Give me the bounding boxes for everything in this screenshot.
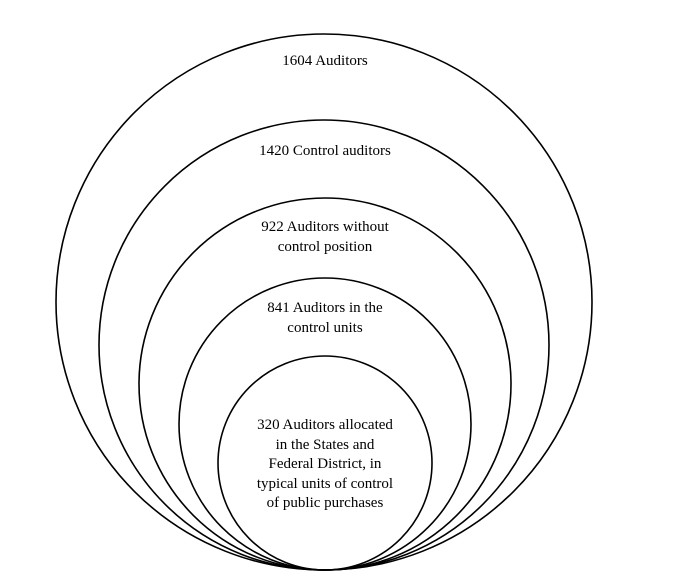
label-922-auditors-without-control-position: 922 Auditors without control position bbox=[261, 219, 389, 255]
label-841-auditors-in-control-units: 841 Auditors in the control units bbox=[267, 300, 383, 336]
label-320-auditors-states-federal-district: 320 Auditors allocated in the States and… bbox=[256, 417, 394, 511]
circle-level-320-auditors-states-federal-district bbox=[217, 355, 433, 571]
label-1420-control-auditors: 1420 Control auditors bbox=[259, 143, 391, 159]
label-1604-auditors: 1604 Auditors bbox=[282, 53, 368, 69]
